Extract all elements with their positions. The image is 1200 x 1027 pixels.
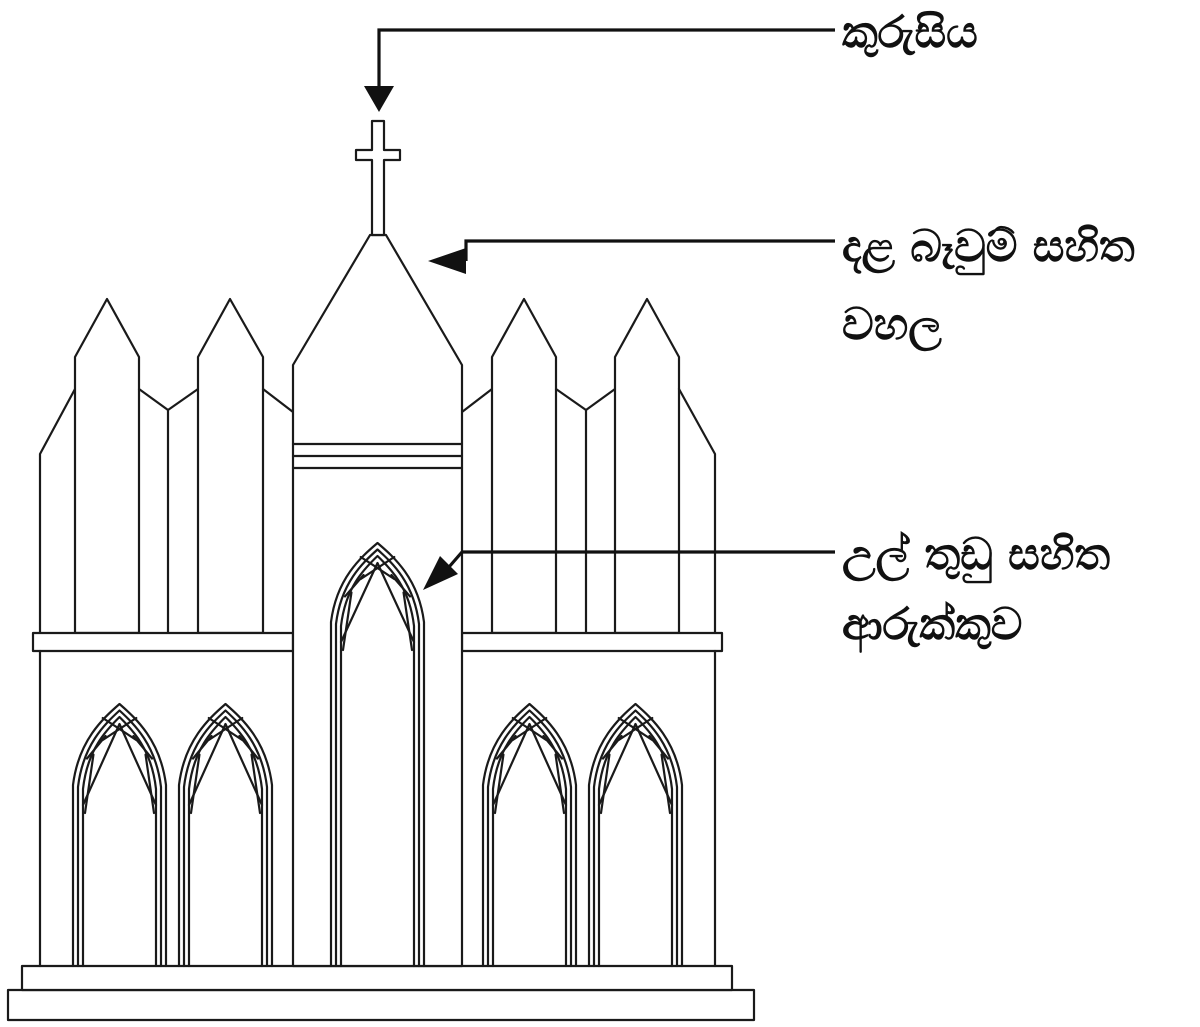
window-tracery <box>597 722 674 807</box>
window-tracery <box>359 555 396 581</box>
window-tracery <box>617 716 654 742</box>
window-tracery <box>511 716 548 742</box>
roof-label-line2: වහල <box>842 299 942 350</box>
cross-icon <box>354 119 402 237</box>
window-tracery <box>339 561 416 644</box>
window-tracery <box>207 716 244 742</box>
left-wing <box>31 297 295 968</box>
window-frame <box>481 702 578 968</box>
window-tracery <box>187 722 264 807</box>
window-frame <box>587 702 684 968</box>
window <box>71 702 168 968</box>
window-tracery <box>648 734 670 760</box>
window-tracery <box>81 722 158 807</box>
window-frame <box>597 715 674 968</box>
window-tracery <box>491 722 568 807</box>
window-tracery <box>554 753 566 815</box>
window-tracery <box>191 734 213 760</box>
window-tracery <box>493 753 505 815</box>
roof-arrow <box>428 239 835 274</box>
arch-arrow <box>423 550 835 590</box>
arch-label-line2: ආරුක්කුව <box>842 599 1023 650</box>
window-tracery <box>390 573 412 598</box>
window-frame <box>334 548 421 968</box>
window-frame <box>71 702 168 968</box>
window-tracery <box>189 753 201 815</box>
window-tracery <box>542 734 564 760</box>
window-tracery <box>132 734 154 760</box>
window-frame <box>491 715 568 968</box>
window-tracery <box>495 734 517 760</box>
window-frame <box>177 702 274 968</box>
window-frame <box>81 715 158 968</box>
roof-label-line1: දළ බෑවුම් සහිත <box>842 221 1135 272</box>
window-tracery <box>238 734 260 760</box>
window-tracery <box>250 753 262 815</box>
cross-arrow <box>364 28 835 112</box>
window-frame <box>592 709 679 968</box>
window <box>329 541 426 968</box>
window <box>481 702 578 968</box>
window <box>587 702 684 968</box>
window-tracery <box>601 734 623 760</box>
arch-label-line1: උල් තුඩු සහිත <box>842 529 1111 580</box>
window-frame <box>76 709 163 968</box>
central-tower <box>291 233 464 968</box>
window-tracery <box>341 591 353 652</box>
window-tracery <box>83 753 95 815</box>
window-frame <box>182 709 269 968</box>
window-tracery <box>343 573 365 598</box>
window-tracery <box>599 753 611 815</box>
window-frame <box>187 715 264 968</box>
window-tracery <box>660 753 672 815</box>
window <box>177 702 274 968</box>
window-tracery <box>85 734 107 760</box>
church-base <box>6 964 756 1022</box>
window-frame <box>339 554 416 968</box>
window-tracery <box>101 716 138 742</box>
cross-label: කුරුසිය <box>842 7 978 58</box>
window-tracery <box>144 753 156 815</box>
window-frame <box>329 541 426 968</box>
window-tracery <box>402 591 414 652</box>
pointed-arch-windows <box>71 541 684 968</box>
window-frame <box>486 709 573 968</box>
